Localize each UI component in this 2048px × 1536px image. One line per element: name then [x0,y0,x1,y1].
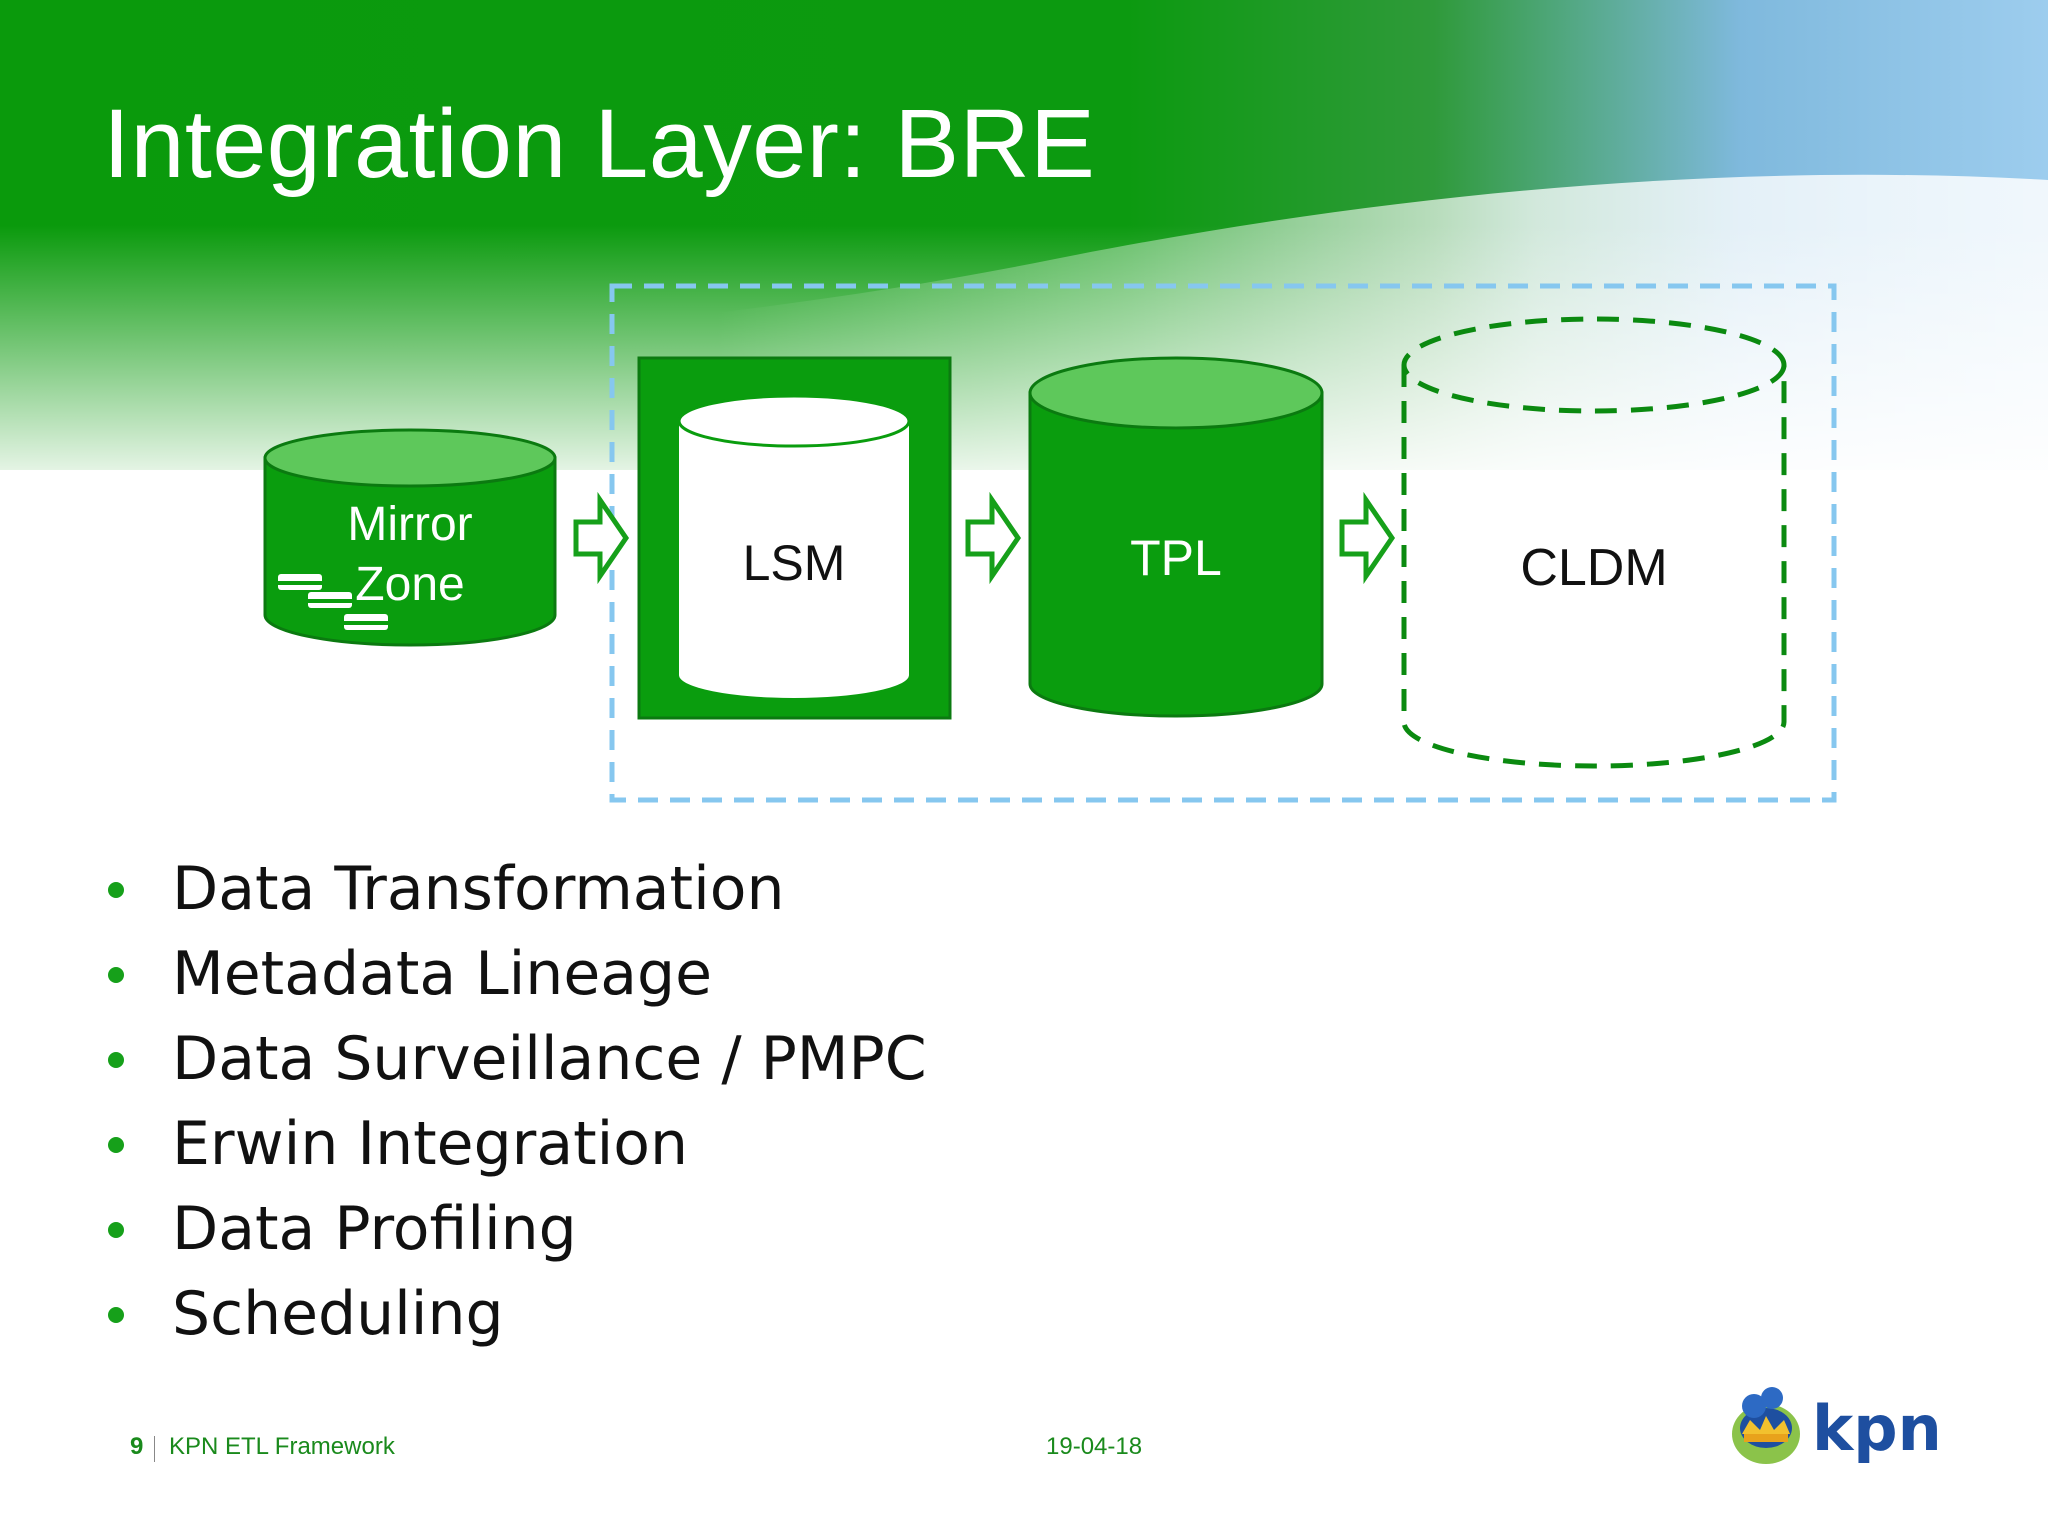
list-item: Data Surveillance / PMPC [104,1017,927,1102]
crown-icon [1732,1387,1800,1464]
footer-title: KPN ETL Framework [169,1433,395,1460]
footer-divider [154,1436,155,1462]
flow-arrow-icon [965,491,1022,585]
svg-text:kpn: kpn [1812,1392,1942,1465]
list-item: Metadata Lineage [104,932,927,1017]
list-item: Data Transformation [104,847,927,932]
tpl-cylinder: TPL [1028,356,1324,718]
bullet-icon [108,967,124,983]
lsm-label: LSM [743,535,846,591]
kpn-logo: kpn [1732,1387,1942,1465]
database-stack-icon [278,574,388,630]
bullet-icon [108,1137,124,1153]
lsm-component: LSM [637,356,952,720]
tpl-label: TPL [1130,530,1222,586]
bullet-icon [108,1222,124,1238]
mirror-zone-label: Mirror [347,498,472,551]
list-item: Data Profiling [104,1187,927,1272]
flow-arrow-icon [573,491,630,585]
list-item: Erwin Integration [104,1102,927,1187]
feature-list: Data Transformation Metadata Lineage Dat… [104,847,927,1357]
slide-title: Integration Layer: BRE [103,89,1096,198]
mirror-zone-label-2: Zone [355,558,464,611]
cldm-label: CLDM [1520,539,1667,597]
bullet-icon [108,882,124,898]
bullet-icon [108,1307,124,1323]
cldm-cylinder [1401,316,1787,769]
bullet-icon [108,1052,124,1068]
list-item: Scheduling [104,1272,927,1357]
flow-arrow-icon [1339,491,1396,585]
mirror-zone-cylinder: Mirror Zone [263,428,557,647]
page-number: 9 [130,1433,144,1460]
footer-date: 19-04-18 [1046,1433,1143,1460]
